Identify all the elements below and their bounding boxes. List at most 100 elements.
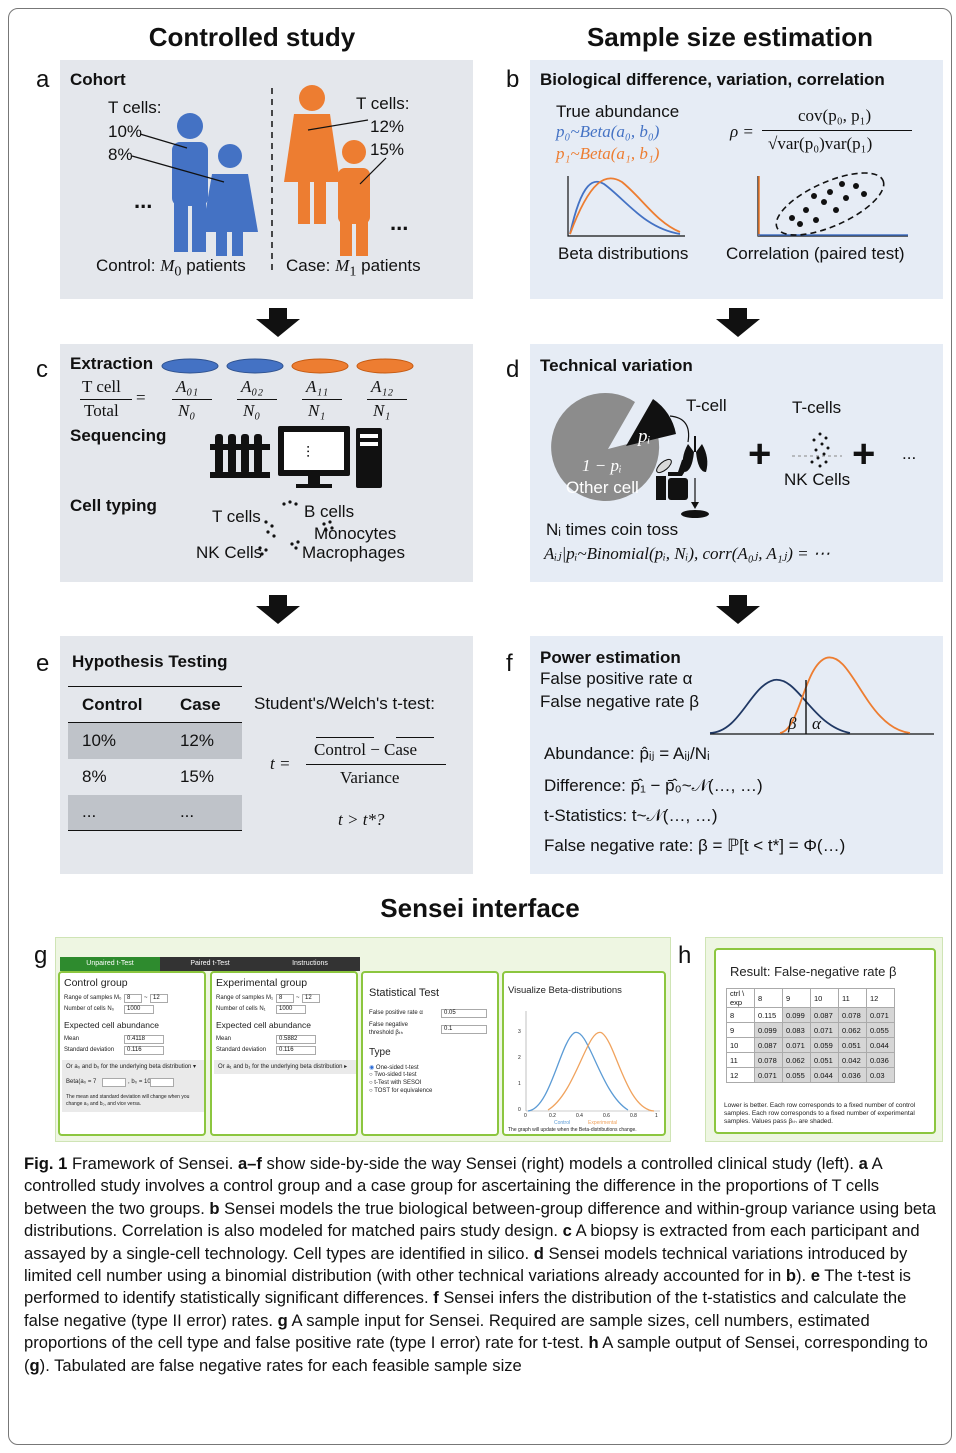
range-to-input[interactable]: 12 [150,994,168,1003]
fnt-input[interactable]: 0.1 [441,1025,487,1034]
mixed-cells-dots [810,432,830,468]
abundance-title: Expected cell abundance [216,1020,311,1030]
table-row: 8% 15% [82,766,214,786]
beta-b-label: , b₀ = 10 [128,1079,151,1085]
case-patients-label: Case: M1 patients [286,256,421,280]
ttest-name: Student's/Welch's t-test: [254,694,435,713]
radio-tost[interactable]: ○ TOST for equivalence [369,1088,433,1094]
nkcells-label-d: NK Cells [784,470,851,489]
p1-dist: p₁~Beta(a₁, b₁) [556,144,660,163]
beta-b-input[interactable] [150,1078,174,1087]
frac-total: Total [84,401,119,420]
sample-discs [161,358,414,374]
panel-letter-b: b [506,66,520,93]
visualize-footer: The graph will update when the Beta-dist… [508,1127,637,1133]
col-control: Control [68,686,166,723]
mean-label: Mean [216,1036,232,1042]
test-tubes-icon [210,434,270,478]
fpr-input[interactable]: 0.05 [441,1009,487,1018]
thumbs-up-icon [656,458,688,500]
radio-two-sided[interactable]: ○ Two-sided t-test [369,1072,417,1078]
beta-toggle[interactable]: Or a₁ and b₁ for the underlying beta dis… [218,1064,348,1070]
ytick-0: 0 [518,1107,521,1113]
sensei-output-screenshot: Result: False-negative rate β ctrl \ exp… [705,937,943,1142]
frac-a01: A₀₁ [176,377,199,396]
frac-eq: = [136,388,146,407]
panel-e-title: Hypothesis Testing [72,652,228,671]
cells-input[interactable]: 1000 [124,1005,154,1014]
p0-dist: p₀~Beta(a₀, b₀) [556,122,660,141]
cells-label: Number of cells N₁ [216,1006,266,1012]
null-distribution-curve [709,679,851,734]
nkcells-type: NK Cells [196,543,263,562]
rho-denominator: √var(p₀)var(p₁) [768,134,873,153]
radio-one-sided[interactable]: ◉ One-sided t-test [369,1065,419,1071]
ellipsis-left: ... [134,188,153,213]
tab-instructions[interactable]: Instructions [260,957,360,971]
alt-distribution-curve [779,656,911,734]
other-cell-label: Other cell [566,478,639,497]
cells-input[interactable]: 1000 [276,1005,306,1014]
mean-input[interactable]: 0.5882 [276,1035,316,1044]
visualize-title: Visualize Beta-distributions [508,985,622,996]
computer-monitor-icon: ⫶ [278,426,350,488]
control-group-title: Control group [64,977,128,989]
tcells-left-label: T cells: [108,98,162,117]
range-to-input[interactable]: 12 [302,994,320,1003]
beta-toggle[interactable]: Or a₀ and b₀ for the underlying beta dis… [66,1064,197,1070]
figure-caption: Fig. 1 Framework of Sensei. a–f show sid… [24,1154,937,1375]
fnr-label: False negative rate β [540,692,700,711]
result-note: Lower is better. Each row corresponds to… [724,1102,916,1125]
sd-input[interactable]: 0.116 [124,1046,164,1055]
mean-input[interactable]: 0.4118 [124,1035,164,1044]
cell-typing-label: Cell typing [70,496,157,515]
tab-unpaired[interactable]: Unpaired t-Test [60,957,160,971]
other-cell-pie [551,392,660,501]
radio-sesoi[interactable]: ○ t-Test with SESOI [369,1080,422,1086]
power-distributions [709,656,934,735]
xtick-02: 0.2 [549,1113,556,1119]
panel-letter-a: a [36,66,50,93]
table-row: 10% 12% [68,722,242,759]
xtick-1: 1 [655,1113,658,1119]
lungs-icon [682,436,708,472]
panel-a-title: Cohort [70,70,126,89]
pct-12: 12% [370,117,405,136]
cells-label: Number of cells N₀ [64,1006,115,1012]
sequencing-label: Sequencing [70,426,167,445]
range-from-input[interactable]: 8 [124,994,142,1003]
difference-eq: Difference: p̄̂₁ − p̄̂₀~𝒩(…, …) [544,776,763,795]
range-label: Range of samples M₀ [64,995,122,1001]
frac-a11: A₁₁ [306,377,329,396]
control-group-card: Control group Range of samples M₀ 8 ~ 12… [58,971,206,1136]
ellipsis-d: ... [902,444,917,463]
tcells-right-label: T cells: [356,94,410,113]
frac-a12: A₁₂ [371,377,394,396]
control-child-icon [202,144,258,256]
range-from-input[interactable]: 8 [276,994,294,1003]
t-eq: t = [270,754,291,773]
sd-label: Standard deviation [64,1047,115,1053]
xtick-08: 0.8 [630,1113,637,1119]
bcells-type: B cells [304,502,355,521]
cell-cluster-dots [258,500,334,556]
beta-a-input[interactable] [102,1078,126,1087]
ytick-3: 3 [518,1029,521,1035]
experimental-group-title: Experimental group [216,977,308,989]
rho-fraction-bar [762,130,912,131]
coin-toss-label: Nᵢ times coin toss [546,520,679,539]
ytick-1: 1 [518,1081,521,1087]
xtick-0: 0 [524,1113,527,1119]
heading-sample-size: Sample size estimation [586,22,874,52]
beta-preview-plot [525,1011,660,1112]
sd-input[interactable]: 0.116 [276,1046,316,1055]
fpr-input-label: False positive rate α [369,1010,423,1016]
panel-letter-d: d [506,356,520,383]
tab-paired[interactable]: Paired t-Test [160,957,260,971]
type-title: Type [369,1047,391,1058]
beta-symbol: β [788,714,797,733]
